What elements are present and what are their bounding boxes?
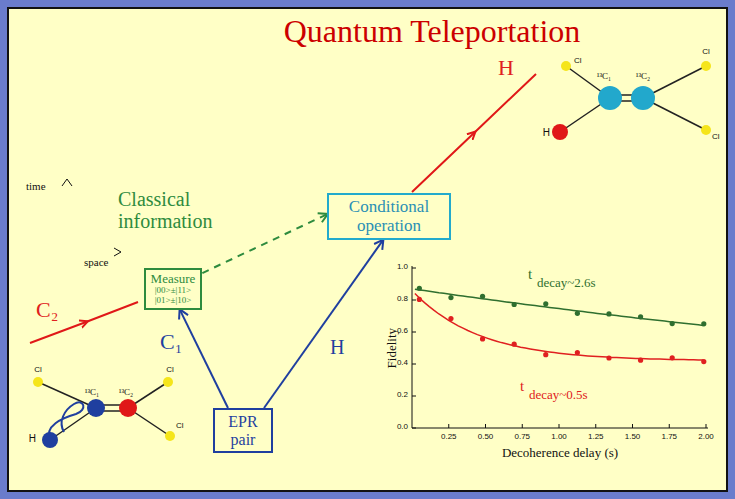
connector [202,214,327,273]
atom-label: ¹³C₂ [119,388,134,398]
tick-label: 0.0 [397,423,408,432]
tick-label: 0.6 [397,327,408,336]
curve-label: decay~0.5s [529,388,588,402]
atom-label: H [543,127,550,138]
curve-label: t [520,378,524,395]
atom-label: Cl [176,422,184,431]
atom-label: H [29,433,36,444]
edge-label: Classical information [118,188,243,232]
tick-label: 1.0 [397,263,408,272]
tick-label: 1.00 [551,433,567,442]
atom-label: Cl [574,57,582,66]
atom-label: Cl [34,366,42,375]
edge-label: C₁ [160,330,182,354]
atom-label: Cl [166,366,174,375]
connector [180,310,228,408]
molecule [552,61,711,140]
slide-ground [7,7,728,492]
chart-data [412,268,706,428]
tick-label: 2.00 [698,433,714,442]
tick-label: 1.50 [625,433,641,442]
tick-label: 1.75 [661,433,677,442]
axis-label: time [26,180,46,192]
atom-label: ¹³C₁ [597,72,612,82]
box-heading: EPR pair [223,413,263,448]
atom-label: Cl [712,133,720,142]
measure-box: Measure|00>±|11>|01>±|10> [144,268,203,310]
tick-label: 0.50 [478,433,494,442]
molecule [33,377,175,448]
time-caret [62,179,72,186]
tick-label: 0.75 [514,433,530,442]
atom-label: Cl [702,48,710,57]
chart-axes [412,266,708,428]
atom-label: ¹³C₁ [85,388,100,398]
tick-label: 1.25 [588,433,604,442]
tick-label: 0.4 [397,359,408,368]
axis-title: Decoherence delay (s) [502,446,618,460]
curve-label: decay~2.6s [537,276,596,290]
edge-label: H [330,336,344,358]
box-text: |00>±|11> [151,286,196,296]
tick-label: 0.2 [397,391,408,400]
axis-label: space [84,256,108,268]
box-heading: Conditional operation [337,198,441,235]
atom-label: ¹³C₂ [636,72,651,82]
qubit-line [412,74,536,192]
operation-box: Conditional operation [327,193,451,240]
qubit-label: C₂ [36,298,58,322]
slide-title: Quantum Teleportation [284,14,581,49]
source-box: EPR pair [213,408,273,453]
curve-label: t [528,266,532,283]
qubit-label: H [498,56,514,80]
space-caret [114,248,121,256]
tick-label: 0.8 [397,295,408,304]
tick-label: 0.25 [441,433,457,442]
connector [264,240,383,408]
box-text: |01>±|10> [151,296,196,306]
box-heading: Measure [151,272,196,286]
